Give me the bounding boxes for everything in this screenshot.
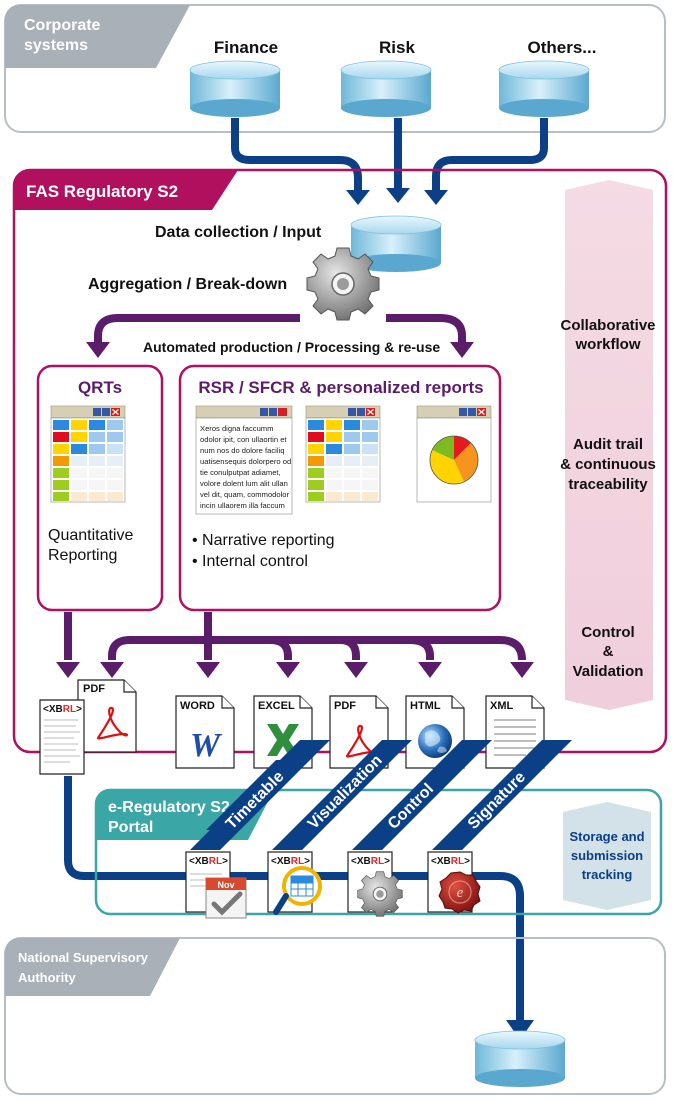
aggregation-label: Aggregation / Break-down — [88, 276, 287, 293]
qrts-box: QRTs Quantitative Reporting — [36, 364, 164, 612]
word-document: WORD W — [175, 695, 235, 769]
fas-title: FAS Regulatory S2 — [26, 182, 178, 201]
narrative-line: num nos do dolore faciliq — [200, 446, 284, 455]
rsr-title: RSR / SFCR & personalized reports — [198, 378, 483, 397]
source-risk-label: Risk — [379, 38, 415, 57]
qrts-caption-line2: Reporting — [48, 547, 117, 564]
nsa-database-icon — [474, 1030, 566, 1088]
calendar-month: Nov — [217, 880, 234, 890]
nsa-label-line2: Authority — [18, 970, 77, 985]
xbrl-label: <XBRL> — [189, 856, 228, 867]
word-label: WORD — [180, 700, 215, 712]
xbrl-label: <XBRL> — [43, 704, 82, 715]
side-control-line3: Validation — [573, 663, 644, 680]
side-audit-line2: & continuous — [560, 456, 656, 473]
svg-text:e: e — [457, 885, 464, 901]
html-document: HTML — [405, 695, 465, 769]
side-audit-line1: Audit trail — [573, 436, 643, 453]
storage-line3: tracking — [582, 867, 633, 882]
rsr-box: RSR / SFCR & personalized reports Xeros … — [178, 364, 502, 612]
qrts-caption-line1: Quantitative — [48, 527, 133, 544]
calendar-icon: Nov — [205, 877, 247, 919]
bullet-internal-control: • Internal control — [192, 553, 308, 570]
narrative-line: vel dit, quam, commodolor — [200, 490, 290, 499]
magnifier-table-icon — [273, 866, 322, 915]
stripe-control: Control — [385, 781, 437, 833]
source-finance-label: Finance — [214, 38, 278, 57]
xbrl-timetable-doc: <XBRL> Nov — [185, 851, 247, 919]
source-others-label: Others... — [528, 38, 597, 57]
stripe-signature: Signature — [465, 769, 529, 833]
narrative-line: volore dolent lum alit ullan — [200, 479, 288, 488]
pie-chart-window — [416, 405, 492, 503]
pie-chart-icon — [429, 435, 479, 485]
word-icon: W — [190, 727, 223, 764]
side-panel-storage: Storage and submission tracking — [563, 802, 651, 910]
pdf-document: PDF — [329, 695, 389, 769]
qrts-title: QRTs — [78, 378, 122, 397]
data-collection-label: Data collection / Input — [155, 224, 322, 241]
others-database-icon — [498, 60, 590, 118]
storage-line1: Storage and — [569, 829, 644, 844]
portal-title-line1: e-Regulatory S2 — [108, 799, 230, 816]
side-audit-line3: traceability — [568, 476, 648, 493]
wax-seal-icon: e — [438, 871, 481, 914]
side-collaborative-line1: Collaborative — [560, 317, 655, 334]
distribution-arrowheads — [86, 342, 474, 358]
html-label: HTML — [410, 700, 441, 712]
bullet-narrative: • Narrative reporting — [192, 532, 335, 549]
finance-database-icon — [189, 60, 281, 118]
excel-label: EXCEL — [258, 700, 295, 712]
corporate-systems-panel: Corporate systems Finance Risk Others... — [4, 4, 666, 133]
automated-label: Automated production / Processing & re-u… — [143, 339, 440, 355]
xbrl-label: <XBRL> — [351, 856, 390, 867]
fas-regulatory-panel: FAS Regulatory S2 — [12, 168, 668, 754]
excel-icon — [267, 724, 299, 756]
risk-database-icon — [340, 60, 432, 118]
xbrl-signature-doc: <XBRL> e — [427, 851, 481, 914]
xbrl-label: <XBRL> — [431, 856, 470, 867]
narrative-line: odolor ipit, con ullaortin et — [200, 435, 287, 444]
narrative-window: Xeros digna faccumm odolor ipit, con ull… — [195, 405, 293, 515]
nsa-panel: National Supervisory Authority — [4, 937, 666, 1095]
excel-document: EXCEL — [253, 695, 313, 769]
narrative-line: tie conulputpat adiamet, — [200, 468, 281, 477]
xml-label: XML — [490, 700, 514, 712]
storage-line2: submission — [571, 848, 643, 863]
nsa-label-line1: National Supervisory — [18, 950, 149, 965]
portal-title-line2: Portal — [108, 819, 153, 836]
text-lines-icon — [494, 719, 536, 756]
distribution-arrows — [94, 314, 466, 344]
side-collaborative-line2: workflow — [574, 336, 640, 353]
portal-stripes — [190, 740, 572, 850]
side-control-line1: Control — [581, 624, 634, 641]
narrative-line: incin ullaorem illa faccum — [200, 501, 285, 510]
rsr-table-window — [305, 405, 381, 503]
globe-icon — [418, 724, 452, 758]
control-gear-icon — [357, 871, 403, 917]
xbrl-pdf-document: PDF <XBRL> — [39, 679, 137, 775]
pdf-label: PDF — [83, 683, 105, 695]
corporate-arrowheads — [346, 188, 448, 205]
xbrl-label: <XBRL> — [271, 856, 310, 867]
output-arrows — [64, 612, 526, 661]
processing-gear-icon — [306, 247, 380, 321]
side-control-line2: & — [603, 643, 614, 660]
output-arrowheads — [56, 662, 534, 678]
submission-arrowhead — [506, 1020, 534, 1040]
xbrl-visualization-doc: <XBRL> — [267, 851, 322, 915]
corporate-label-line2: systems — [24, 37, 88, 54]
xbrl-control-doc: <XBRL> — [347, 851, 403, 917]
qrts-table-window — [50, 405, 126, 503]
corporate-label-line1: Corporate — [24, 17, 101, 34]
pdf-format-label: PDF — [334, 700, 356, 712]
side-panel-workflow: Collaborative workflow Audit trail & con… — [560, 180, 656, 710]
xml-document: XML — [485, 695, 545, 769]
narrative-line: Xeros digna faccumm — [200, 424, 273, 433]
narrative-line: uatisensequis dolorpero od — [200, 457, 291, 466]
